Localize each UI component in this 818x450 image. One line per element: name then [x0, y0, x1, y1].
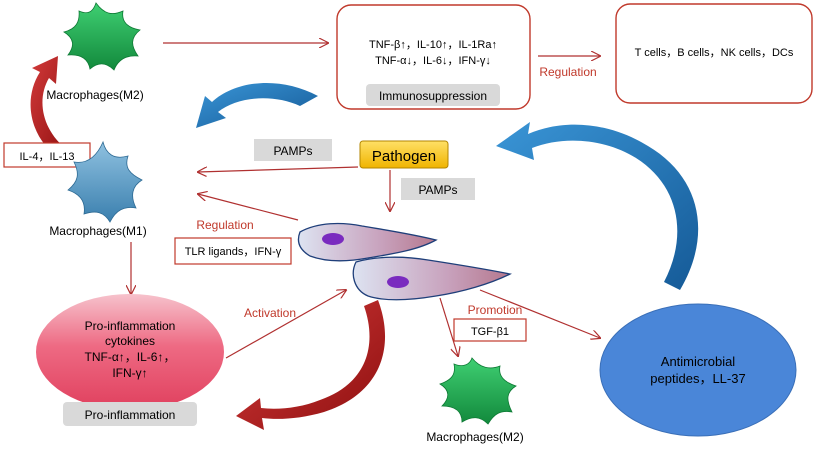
macrophage-m1-label: Macrophages(M1)	[49, 224, 146, 238]
proinflammation-line2: cytokines	[105, 334, 155, 348]
fibroblast-cell-bottom-icon	[352, 256, 512, 301]
promotion-label: Promotion	[468, 303, 523, 317]
proinflammation-badge-label: Pro-inflammation	[85, 408, 176, 422]
macrophage-m2-top-icon	[62, 2, 141, 71]
target-cells-box	[615, 3, 813, 104]
regulation-top-label: Regulation	[539, 65, 596, 79]
curved-red-arrow-bottom-icon	[236, 300, 386, 430]
macrophage-m1-icon	[67, 140, 143, 223]
antimicrobial-line1: Antimicrobial	[661, 354, 736, 369]
tgf-b1-box	[453, 318, 527, 342]
arrow-fibroblast-to-m1	[198, 194, 299, 221]
m2-cytokines-line1: TNF-β↑，IL-10↑，IL-1Ra↑	[369, 39, 497, 51]
curved-blue-arrow-right-icon	[496, 122, 699, 290]
arrow-promotion-to-antimicrobial	[479, 289, 600, 338]
fibroblast-cell-top-icon	[297, 222, 438, 262]
arrow-activation	[225, 290, 346, 359]
arrow-fibroblast-to-m2-bottom	[439, 297, 458, 356]
macrophage-m2-bottom-label: Macrophages(M2)	[426, 430, 523, 444]
proinflammation-line1: Pro-inflammation	[85, 319, 176, 333]
il4-il13-label: IL-4，IL-13	[19, 151, 74, 163]
proinflammation-ellipse	[36, 294, 224, 410]
curved-red-arrow-m1-to-m2-icon	[30, 56, 70, 160]
proinflammation-badge	[63, 402, 197, 426]
pathogen-box	[359, 140, 449, 169]
macrophage-m2-top-label: Macrophages(M2)	[46, 88, 143, 102]
fibroblast-nucleus-top-icon	[322, 233, 344, 245]
immunosuppression-badge	[366, 84, 500, 106]
macrophage-m2-bottom-icon	[439, 357, 517, 425]
antimicrobial-ellipse	[599, 303, 797, 437]
target-cells-label: T cells，B cells，NK cells，DCs	[635, 47, 794, 59]
arrow-pathogen-to-m1	[198, 166, 359, 172]
proinflammation-line4: IFN-γ↑	[112, 366, 147, 380]
antimicrobial-line2: peptides，LL-37	[650, 371, 745, 386]
tgf-b1-label: TGF-β1	[471, 326, 509, 338]
curved-blue-arrow-top-icon	[196, 83, 318, 128]
proinflammation-line3: TNF-α↑，IL-6↑，	[85, 350, 176, 364]
pathogen-label: Pathogen	[372, 148, 436, 165]
m2-cytokines-line2: TNF-α↓，IL-6↓，IFN-γ↓	[375, 55, 491, 67]
tlr-ligands-box	[174, 237, 292, 265]
tlr-ligands-label: TLR ligands，IFN-γ	[185, 246, 282, 258]
regulation-mid-label: Regulation	[196, 218, 253, 232]
pamps-left-badge	[254, 139, 332, 161]
m2-cytokine-box	[336, 4, 531, 110]
activation-label: Activation	[244, 306, 296, 320]
immunosuppression-label: Immunosuppression	[379, 89, 487, 103]
fibroblast-nucleus-bottom-icon	[387, 276, 409, 288]
pamps-down-badge	[401, 178, 475, 200]
pamps-down-label: PAMPs	[418, 183, 457, 197]
pamps-left-label: PAMPs	[273, 144, 312, 158]
